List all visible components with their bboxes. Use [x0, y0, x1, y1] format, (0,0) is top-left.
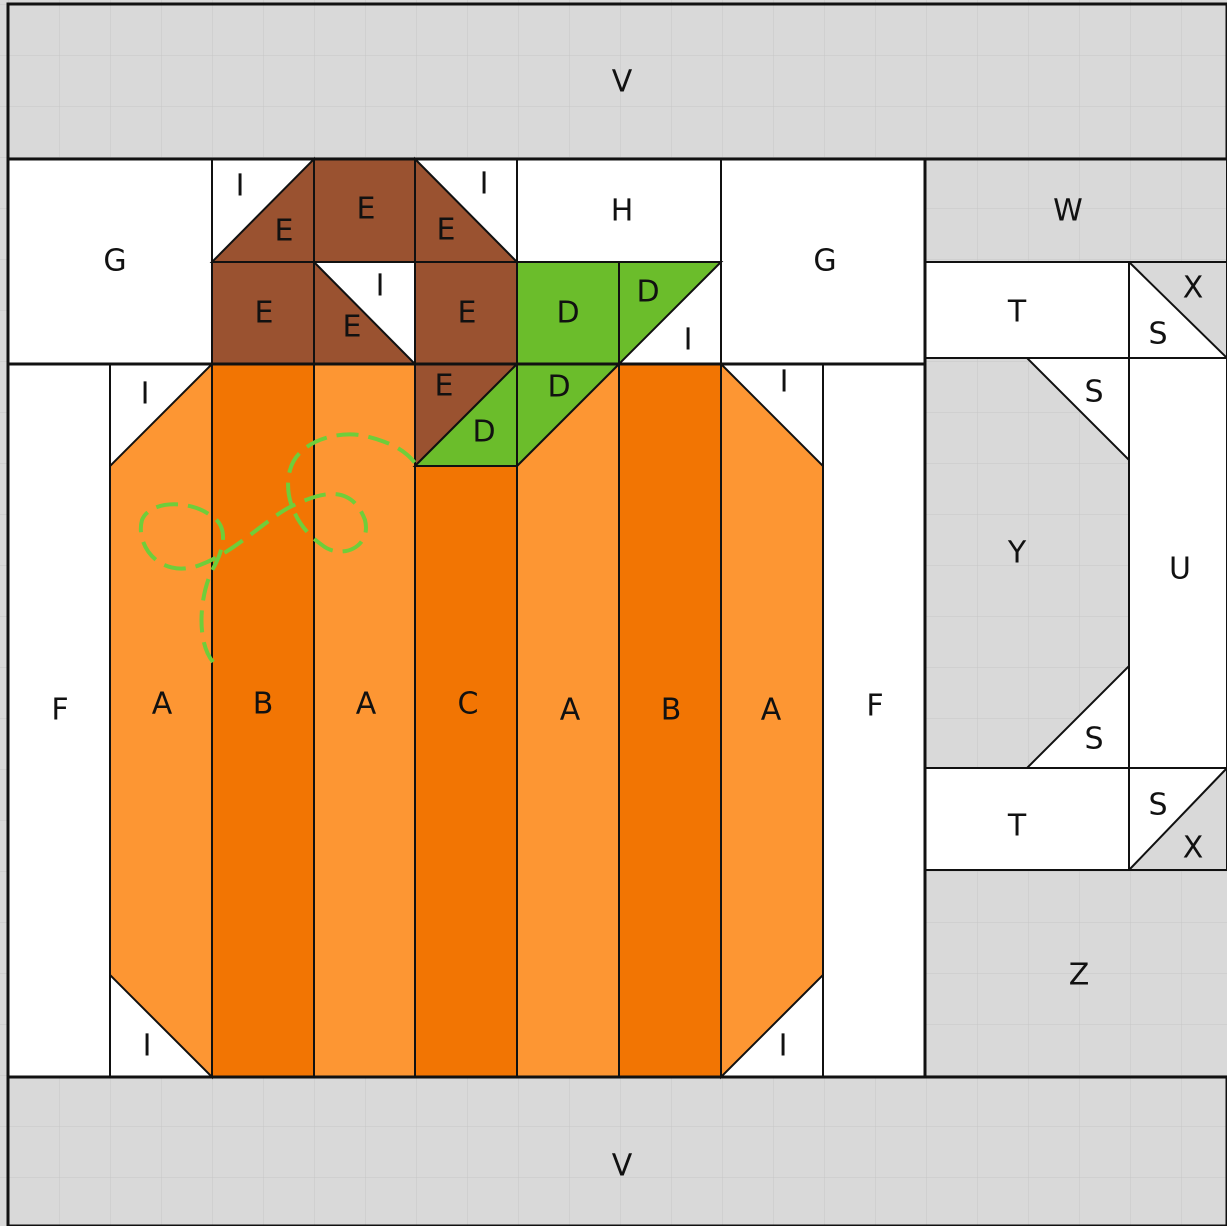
label-h: H — [611, 194, 634, 229]
label-t-bottom: T — [1007, 809, 1027, 844]
label-s-top-corner: S — [1148, 317, 1167, 352]
label-i-stem-mid: I — [376, 269, 385, 304]
label-e-low: E — [435, 369, 454, 404]
label-f-right: F — [866, 689, 883, 724]
label-g-left: G — [103, 244, 126, 279]
label-i-stem-left: I — [236, 169, 245, 204]
label-t-top: T — [1007, 295, 1027, 330]
label-s-bottom-corner: S — [1148, 788, 1167, 823]
label-y: Y — [1007, 536, 1027, 571]
label-e-top: E — [357, 192, 376, 227]
label-a2: A — [356, 687, 377, 722]
label-a3: A — [560, 693, 581, 728]
label-i-top-right: I — [780, 365, 789, 400]
label-i-bottom-right: I — [779, 1029, 788, 1064]
label-x-bottom: X — [1183, 831, 1204, 866]
label-d-leaf-right: D — [636, 275, 659, 310]
label-a4: A — [761, 693, 782, 728]
label-e-right: E — [458, 296, 477, 331]
label-u: U — [1169, 552, 1191, 587]
label-d-leaf-left: D — [556, 296, 579, 331]
label-s-upper: S — [1084, 375, 1103, 410]
label-a1: A — [152, 687, 173, 722]
label-i-leaf: I — [684, 323, 693, 358]
piece-t-top — [925, 262, 1129, 358]
label-e-mid: E — [343, 310, 362, 345]
label-x-top: X — [1183, 271, 1204, 306]
label-e-top-right: E — [437, 213, 456, 248]
label-e-top-left: E — [275, 214, 294, 249]
label-g-right: G — [813, 244, 836, 279]
label-c: C — [458, 687, 479, 722]
label-i-top-left: I — [141, 377, 150, 412]
piece-c — [415, 466, 517, 1077]
label-d-low-left: D — [472, 415, 495, 450]
label-v-bottom: V — [612, 1149, 633, 1184]
label-f-left: F — [51, 693, 68, 728]
label-i-stem-right: I — [480, 167, 489, 202]
label-i-bottom-left: I — [143, 1029, 152, 1064]
label-b1: B — [253, 687, 274, 722]
label-s-lower: S — [1084, 722, 1103, 757]
label-w: W — [1053, 194, 1083, 229]
label-v-top: V — [612, 65, 633, 100]
label-e-left: E — [255, 296, 274, 331]
label-b2: B — [661, 693, 682, 728]
piece-t-bottom — [925, 768, 1129, 870]
label-z: Z — [1069, 958, 1090, 993]
label-d-low-right: D — [547, 370, 570, 405]
